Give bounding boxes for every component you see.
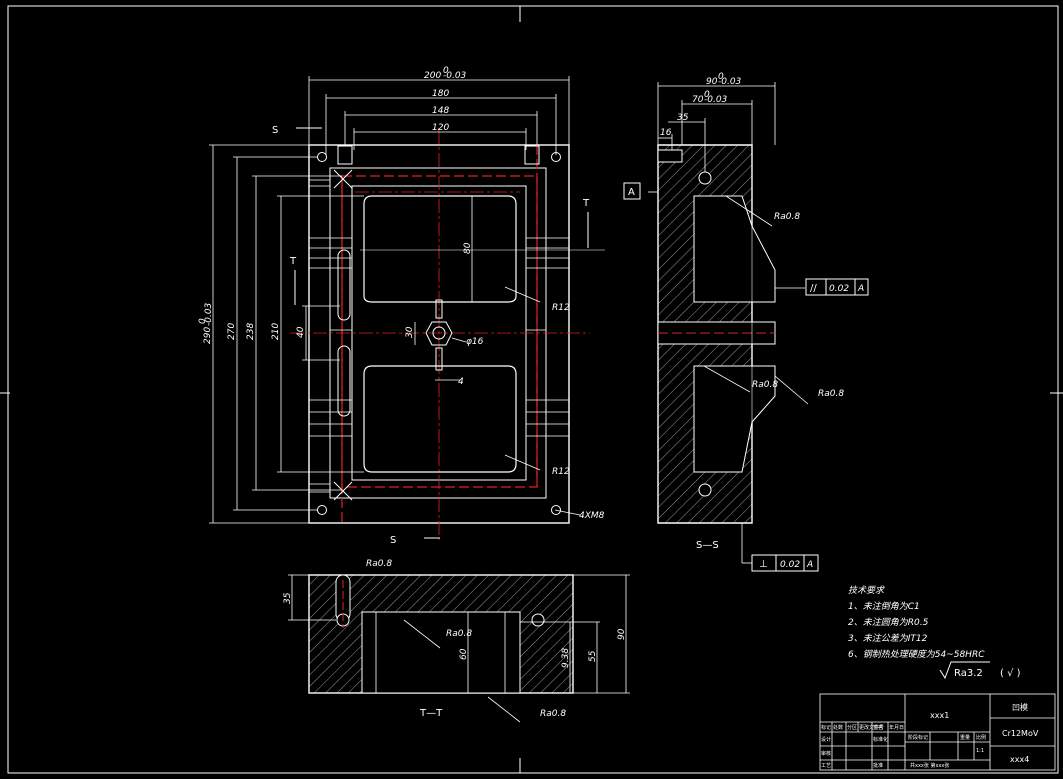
tb-approve: 批准 [873, 762, 883, 769]
dim-270: 270 [227, 323, 237, 340]
side-dim-70-tol-lower: -0.03 [704, 95, 728, 105]
side-dim-90: 90 [706, 77, 718, 87]
bottom-dim-90: 90 [617, 628, 627, 640]
lower-cavity [363, 365, 517, 473]
section-t-left: T [289, 256, 297, 267]
datum-a: A [628, 187, 635, 198]
tb-change-doc: 更改文件号 [859, 724, 884, 731]
dim-40: 40 [296, 326, 306, 338]
dim-148: 148 [432, 106, 449, 116]
note-4: 6、钢制热处理硬度为54~58HRC [848, 649, 985, 660]
bottom-dim-60: 60 [459, 648, 469, 660]
side-rough-2: Ra0.8 [752, 380, 778, 390]
roughness-paren: ( √ ) [1000, 668, 1021, 679]
parallel-tolerance-frame: // 0.02 A [805, 278, 869, 296]
tb-stage: 阶段标记 [908, 734, 928, 741]
side-dim-70-tol-upper: 0 [704, 90, 710, 100]
tb-scale: 比例 [976, 734, 986, 741]
note-3: 3、未注公差为IT12 [848, 633, 928, 644]
section-label-tt: T—T [419, 708, 443, 719]
dim-30: 30 [405, 326, 415, 338]
tb-design: 设计 [821, 736, 831, 743]
side-view: 90 0 -0.03 70 0 -0.03 35 16 A Ra0.8 Ra0.… [623, 72, 869, 572]
dim-80: 80 [463, 242, 473, 254]
tb-mark: 标记 [821, 724, 831, 731]
parallel-datum: A [857, 284, 864, 294]
bottom-dim-938: 9.38 [561, 648, 571, 668]
parallel-value: 0.02 [829, 284, 849, 294]
bottom-rough-top: Ra0.8 [366, 559, 392, 569]
dim-200: 200 [424, 71, 441, 81]
parallel-icon: // [810, 283, 817, 294]
front-view: 200 0 -0.03 180 148 120 290 0 -0.03 270 … [198, 66, 605, 546]
dim-210: 210 [271, 323, 281, 340]
dim-238: 238 [246, 323, 256, 340]
tb-standard: 标准化 [873, 736, 888, 743]
bottom-rough-inner: Ra0.8 [446, 629, 472, 639]
side-dim-90-tol-upper: 0 [718, 72, 724, 82]
section-s-top: S [272, 125, 278, 136]
title-block: xxx1 凹模 Cr12MoV xxx4 标记 处数 分区 更改文件号 签名 年… [819, 693, 1056, 771]
perp-datum: A [806, 560, 813, 570]
side-dim-90-tol-lower: -0.03 [718, 77, 742, 87]
tb-zone: 分区 [847, 724, 857, 731]
perpendicular-tolerance-frame: ⊥ 0.02 A [751, 554, 819, 572]
hole-callout: 4XM8 [579, 511, 605, 521]
dim-120: 120 [432, 123, 449, 133]
bottom-dim-55: 55 [588, 650, 598, 662]
bottom-rough-bottom: Ra0.8 [540, 709, 566, 719]
tb-scale-value: 1:1 [976, 748, 984, 754]
section-t-right: T [582, 198, 590, 209]
roughness-general: Ra3.2 [954, 668, 983, 679]
side-rough-1: Ra0.8 [774, 212, 800, 222]
dim-200-tol-upper: 0 [443, 66, 449, 76]
tb-weight: 重量 [960, 734, 970, 741]
dim-200-tol-lower: -0.03 [443, 71, 467, 81]
material: Cr12MoV [1002, 729, 1039, 738]
section-s-bottom: S [390, 535, 396, 546]
upper-cavity [363, 195, 517, 303]
tb-process: 工艺 [821, 763, 831, 769]
tb-sign: 签名 [873, 724, 883, 731]
tb-date: 年月日 [889, 724, 904, 731]
drawing-frame [0, 5, 1063, 774]
drawing-number: xxx1 [930, 711, 949, 720]
dim-4: 4 [458, 377, 464, 387]
dim-290: 290 [203, 327, 213, 344]
bottom-view: Ra0.8 Ra0.8 Ra0.8 35 60 9.38 55 90 T—T [283, 559, 630, 723]
side-rough-3: Ra0.8 [818, 389, 844, 399]
note-2: 2、未注圆角为R0.5 [848, 617, 929, 628]
dim-phi16: φ16 [466, 337, 484, 347]
side-dim-70: 70 [692, 95, 704, 105]
side-dim-35: 35 [677, 113, 689, 123]
dim-180: 180 [432, 89, 449, 99]
perpendicular-icon: ⊥ [759, 559, 768, 570]
note-1: 1、未注倒角为C1 [848, 601, 920, 612]
radius-lower: R12 [552, 467, 570, 477]
section-label-ss: S—S [696, 540, 719, 551]
radius-upper: R12 [552, 303, 570, 313]
technical-notes: 技术要求 1、未注倒角为C1 2、未注圆角为R0.5 3、未注公差为IT12 6… [848, 585, 1021, 680]
part-name: 凹模 [1012, 702, 1028, 712]
bottom-dim-35: 35 [283, 592, 293, 604]
dim-290-tol-lower: -0.03 [204, 302, 214, 326]
tb-review: 审核 [821, 750, 831, 757]
dim-290-tol-upper: 0 [198, 318, 208, 324]
side-dim-16: 16 [660, 128, 672, 138]
notes-title: 技术要求 [848, 585, 885, 596]
tb-count: 处数 [833, 724, 843, 731]
perp-value: 0.02 [780, 560, 800, 570]
sheet-code: xxx4 [1010, 755, 1029, 764]
tb-sheet-info: 共xxx张 第xxx张 [910, 762, 949, 769]
